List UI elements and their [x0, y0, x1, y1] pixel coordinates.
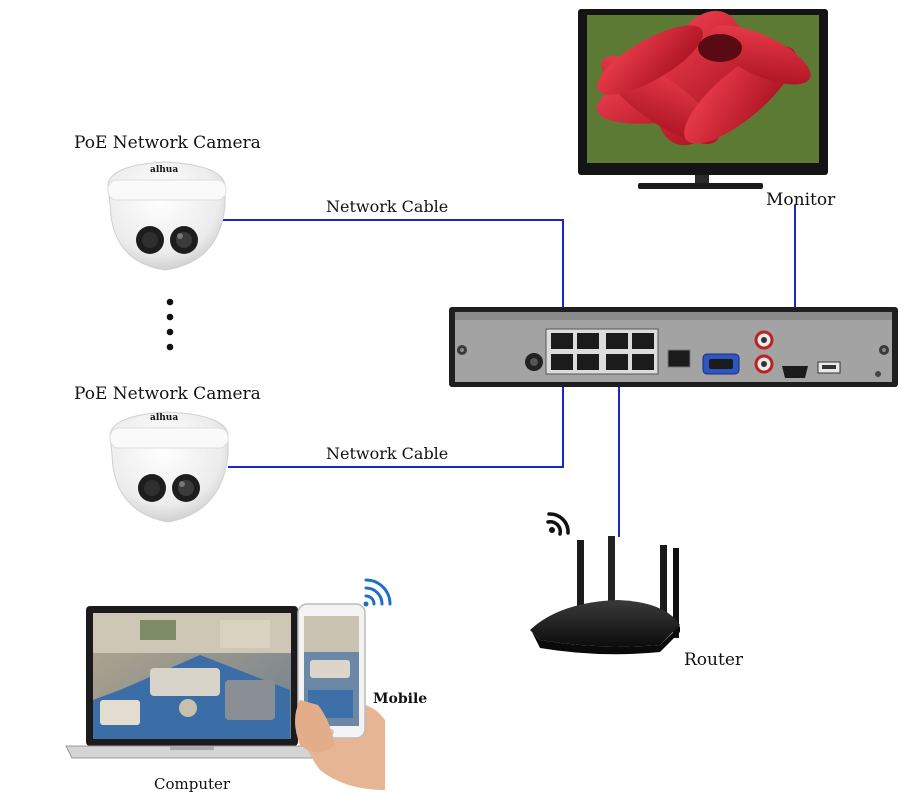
mobile-label: Mobile	[373, 691, 427, 707]
laptop-icon	[65, 606, 319, 759]
router-icon	[530, 536, 680, 655]
cable-camera-top	[222, 219, 564, 340]
monitor-label: Monitor	[766, 190, 836, 210]
computer-label: Computer	[154, 775, 231, 793]
smartphone-icon	[295, 603, 385, 790]
camera-bottom-brand: alhua	[150, 413, 178, 423]
ellipsis-dots	[166, 298, 174, 351]
cable-camera-bottom	[228, 368, 564, 468]
cable-top-label: Network Cable	[326, 197, 448, 216]
dome-camera-icon: alhua	[107, 161, 227, 271]
router-label: Router	[684, 650, 744, 670]
monitor-icon	[578, 9, 828, 189]
cable-bottom-label: Network Cable	[326, 444, 448, 463]
wifi-icon	[546, 512, 570, 536]
dome-camera-icon: alhua	[109, 411, 229, 523]
wifi-icon	[363, 578, 392, 607]
camera-bottom-label: PoE Network Camera	[74, 384, 261, 404]
nvr-recorder-icon	[449, 307, 898, 387]
camera-top-label: PoE Network Camera	[74, 133, 261, 153]
camera-top-brand: alhua	[150, 165, 178, 175]
